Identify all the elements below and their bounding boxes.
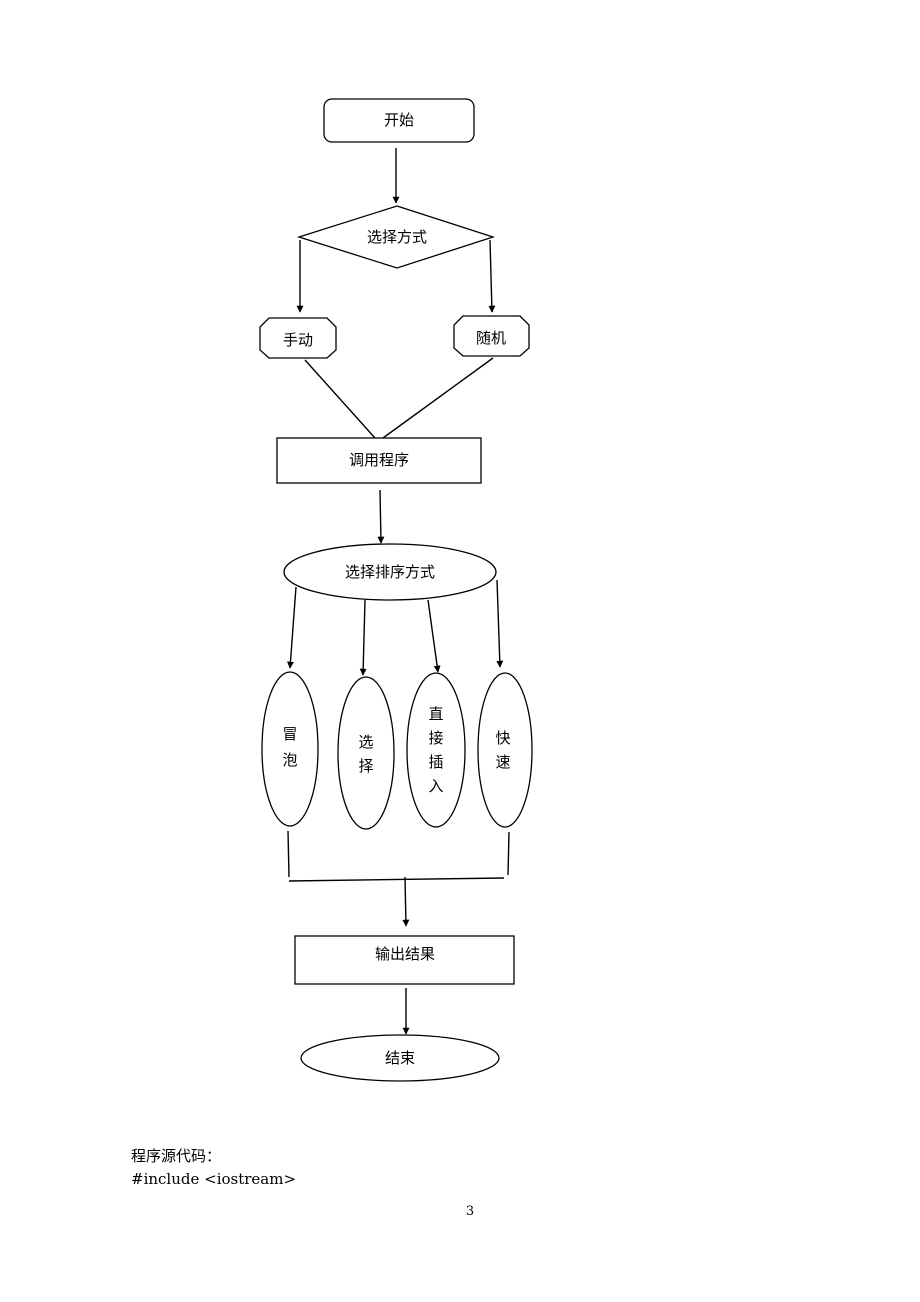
merge-line-bottom [288, 877, 505, 882]
output-node: 输出结果 [294, 935, 515, 985]
sort-insertion-label-4: 入 [428, 777, 443, 795]
sort-quick-label-1: 快 [495, 729, 510, 747]
sort-quick-node: 快 速 [477, 672, 533, 828]
sort-insertion-node: 直 接 插 入 [406, 672, 466, 828]
random-label: 随机 [476, 329, 506, 347]
manual-node: 手动 [259, 317, 337, 359]
call-program-node: 调用程序 [276, 437, 482, 484]
sort-selection-label-2: 择 [358, 757, 373, 775]
random-node: 随机 [453, 315, 530, 357]
sort-selection-node: 选 择 [337, 676, 395, 830]
merge-line-right [507, 831, 510, 876]
choose-sort-node: 选择排序方式 [283, 543, 497, 601]
arrow-to-insertion [427, 599, 441, 673]
edge-random-to-call [382, 357, 494, 439]
sort-insertion-label-3: 插 [428, 753, 443, 771]
sort-bubble-node: 冒 泡 [261, 671, 319, 827]
arrow-to-selection [359, 599, 367, 676]
page-number: 3 [465, 1204, 475, 1219]
arrow-to-quick [496, 579, 504, 668]
sort-quick-label-2: 速 [495, 753, 510, 771]
edge-manual-to-call [304, 359, 376, 439]
sort-insertion-label-2: 接 [428, 729, 443, 747]
sort-bubble-label-2: 泡 [282, 751, 297, 769]
end-node: 结束 [300, 1034, 500, 1082]
manual-label: 手动 [283, 331, 313, 349]
choose-sort-label: 选择排序方式 [345, 563, 435, 581]
choose-mode-decision: 选择方式 [296, 205, 496, 269]
sort-bubble-label-1: 冒 [282, 725, 297, 743]
sort-insertion-label-1: 直 [428, 705, 443, 723]
arrow-merge-to-output [402, 876, 410, 927]
arrow-to-bubble [286, 586, 297, 669]
source-code-label: 程序源代码： [131, 1147, 222, 1165]
call-program-label: 调用程序 [349, 451, 409, 469]
merge-line-left [287, 830, 290, 878]
code-line-include: #include <iostream> [131, 1170, 297, 1188]
start-node: 开始 [323, 98, 475, 143]
sort-selection-label-1: 选 [358, 733, 373, 751]
arrow-call-to-sort-choice [377, 489, 385, 544]
start-label: 开始 [384, 111, 414, 129]
sorting-flowchart: 开始 选择方式 手动 随机 调用程序 选择排序方式 冒 泡 选 择 [259, 98, 533, 1082]
output-label: 输出结果 [375, 945, 435, 963]
choose-mode-label: 选择方式 [367, 228, 427, 246]
end-label: 结束 [385, 1049, 415, 1067]
arrow-decision-to-random [488, 239, 496, 313]
